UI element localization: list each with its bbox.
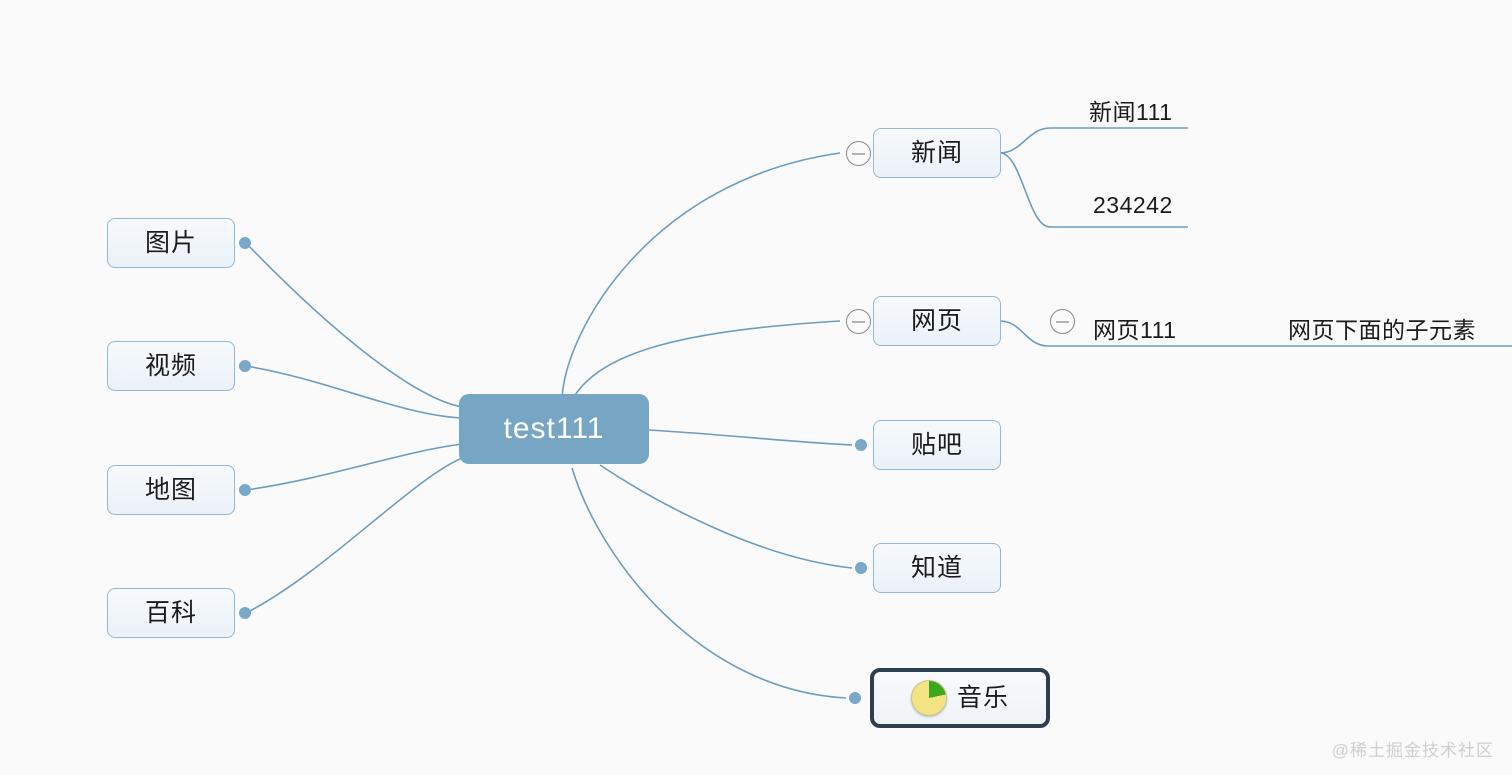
edge-root-xinwen: [561, 152, 841, 399]
edge-root-tupian: [245, 242, 471, 409]
edge-root-wangye: [571, 320, 841, 401]
node-baike[interactable]: 百科: [107, 588, 235, 638]
dot-ditu: [239, 484, 251, 496]
node-baike-label: 百科: [144, 598, 197, 627]
dot-shipin: [239, 360, 251, 372]
node-xinwen-label: 新闻: [910, 138, 963, 167]
edge-root-ditu: [245, 443, 463, 491]
node-ditu-label: 地图: [144, 475, 197, 504]
collapse-toggle-wangye[interactable]: [846, 309, 871, 334]
edge-root-shipin: [245, 365, 463, 419]
node-tupian[interactable]: 图片: [107, 218, 235, 268]
edge-root-yinyue: [571, 467, 847, 699]
root-node[interactable]: test111: [459, 394, 649, 464]
node-wangye111[interactable]: 网页111: [1093, 311, 1176, 345]
node-shipin-label: 视频: [144, 351, 197, 380]
dot-baike: [239, 607, 251, 619]
node-shipin[interactable]: 视频: [107, 341, 235, 391]
node-tieba[interactable]: 贴吧: [873, 420, 1001, 470]
edge-root-baike: [245, 454, 471, 614]
node-tupian-label: 图片: [144, 228, 197, 257]
collapse-toggle-xinwen[interactable]: [846, 141, 871, 166]
node-zhidao-label: 知道: [910, 553, 963, 582]
node-234242[interactable]: 234242: [1093, 192, 1173, 219]
watermark: @稀土掘金技术社区: [1332, 736, 1494, 761]
node-wangye-child-element-label: 网页下面的子元素: [1288, 317, 1476, 343]
node-yinyue-label: 音乐: [956, 683, 1009, 712]
dot-yinyue: [849, 692, 861, 704]
collapse-toggle-wangye111[interactable]: [1050, 309, 1075, 334]
node-xinwen111-label: 新闻111: [1089, 99, 1173, 125]
node-ditu[interactable]: 地图: [107, 465, 235, 515]
node-wangye-child-element[interactable]: 网页下面的子元素: [1288, 311, 1476, 345]
root-node-label: test111: [503, 412, 605, 445]
edge-root-tieba: [647, 429, 853, 446]
dot-tieba: [855, 439, 867, 451]
node-xinwen111[interactable]: 新闻111: [1089, 93, 1172, 127]
dot-tupian: [239, 237, 251, 249]
node-xinwen[interactable]: 新闻: [873, 128, 1001, 178]
dot-zhidao: [855, 562, 867, 574]
node-tieba-label: 贴吧: [910, 430, 963, 459]
edge-xinwen-child1: [999, 127, 1188, 154]
node-wangye111-label: 网页111: [1093, 317, 1177, 343]
node-zhidao[interactable]: 知道: [873, 543, 1001, 593]
watermark-text: @稀土掘金技术社区: [1331, 741, 1494, 760]
node-wangye[interactable]: 网页: [873, 296, 1001, 346]
pie-chart-icon: [910, 680, 947, 716]
node-yinyue[interactable]: 音乐: [870, 668, 1050, 728]
node-234242-label: 234242: [1093, 192, 1173, 218]
edge-root-zhidao: [599, 464, 853, 569]
node-wangye-label: 网页: [910, 306, 963, 335]
